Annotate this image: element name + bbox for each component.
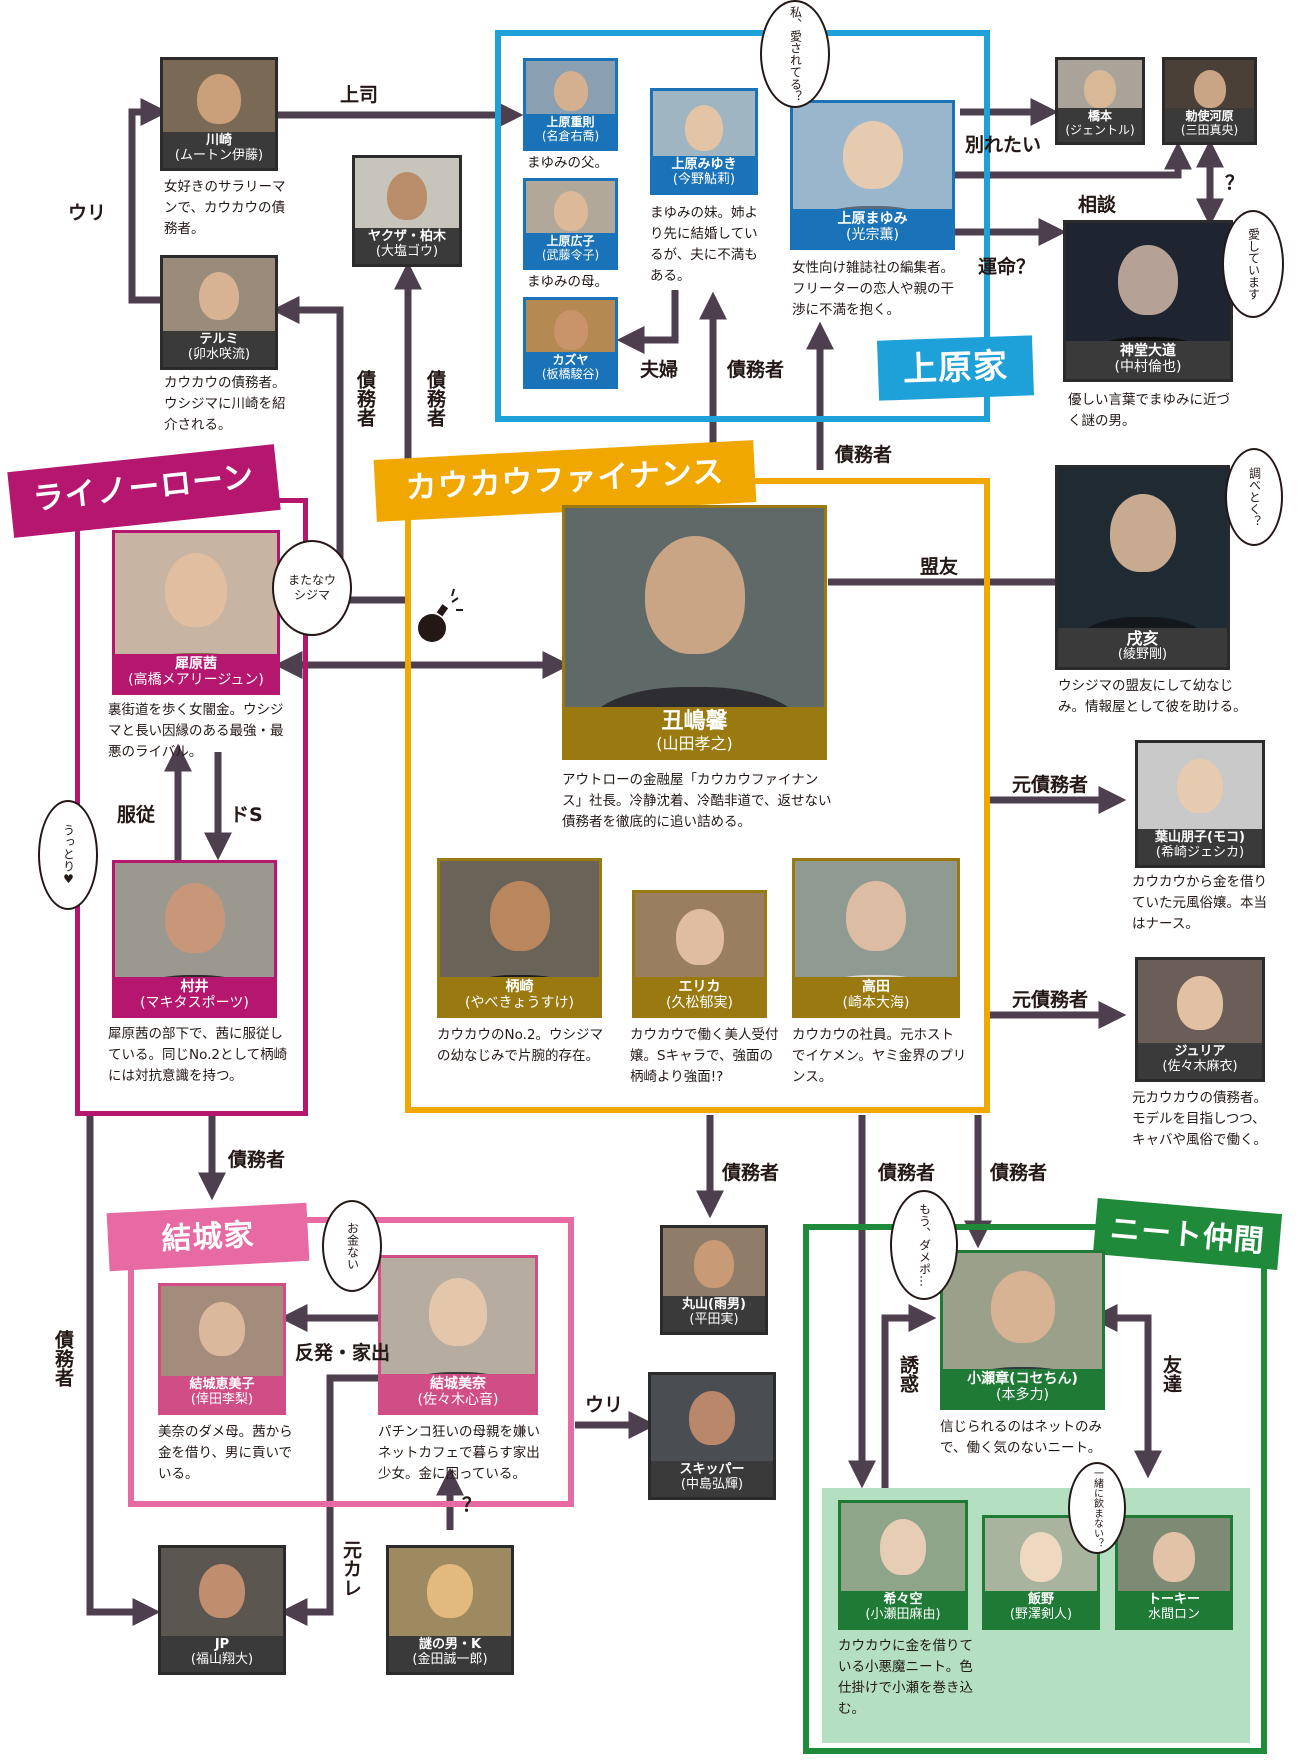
bubble-tsuyoshi: 調べとく？ — [1225, 448, 1283, 546]
rel-uri-kawasaki: ウリ — [68, 202, 107, 224]
uehara-banner: 上原家 — [877, 335, 1034, 401]
portrait-terumi: テルミ(卯水咲流) — [160, 255, 278, 370]
bubble-mina: お金ない — [322, 1200, 382, 1292]
portrait-moko: 葉山朋子(モコ)(希崎ジェシカ) — [1135, 740, 1265, 868]
rel-moto1: 元債務者 — [1012, 774, 1089, 796]
line-motokare — [279, 1374, 378, 1626]
rel-hanpatsu: 反発・家出 — [295, 1342, 391, 1364]
rel-q-nazo: ？ — [462, 1494, 482, 1516]
bubble-murai: うっとり♥ — [38, 800, 98, 910]
rel-saimu-yuki: 債務者 — [228, 1149, 286, 1171]
bubble-jindo: 愛しています — [1222, 210, 1284, 318]
desc-moko: カウカウから金を借りていた元風俗嬢。本当はナース。 — [1132, 874, 1267, 932]
portrait-tsuyoshi: 戌亥(綾野剛) — [1055, 465, 1230, 670]
rel-saimu-maruyama: 債務者 — [722, 1162, 780, 1184]
bubble-toki: 一緒に飲まない？ — [1068, 1462, 1126, 1554]
portrait-kiara: 希々空(小瀬田麻由) — [838, 1500, 968, 1630]
portrait-shigenori: 上原重則(名倉右喬) — [523, 58, 618, 151]
rel-wakaretai: 別れたい — [965, 134, 1042, 156]
rel-ds: ドS — [230, 804, 263, 826]
yuki-banner: 結城家 — [106, 1202, 310, 1272]
neet-frame — [803, 1224, 1267, 1754]
desc-emiko: 美奈のダメ母。茜から金を借り、男に貢いでいる。 — [158, 1424, 293, 1482]
portrait-mina: 結城美奈(佐々木心音) — [378, 1255, 538, 1415]
rel-soudan: 相談 — [1078, 194, 1117, 216]
portrait-hiroko: 上原広子(武藤令子) — [523, 178, 618, 270]
line-tomodachi — [1089, 1304, 1162, 1479]
portrait-kashiwagi: ヤクザ・柏木(大塩ゴウ) — [352, 155, 462, 267]
portrait-kawasaki: 川崎(ムートン伊藤) — [160, 57, 278, 171]
uehara-frame — [495, 30, 990, 422]
line-soudan — [955, 141, 1192, 179]
portrait-jindo: 神堂大道(中村倫也) — [1063, 220, 1233, 382]
rel-fukujuu: 服従 — [117, 804, 156, 826]
portrait-murai: 村井(マキタスポーツ) — [112, 860, 277, 1018]
portrait-nazo: 謎の男・K(金田誠一郎) — [386, 1545, 514, 1675]
rel-saimu-terumi: 債務者 — [354, 370, 376, 427]
line-to-terumi — [271, 296, 405, 604]
portrait-toki: トーキー水間ロン — [1115, 1515, 1233, 1630]
desc-akane: 裏街道を歩く女闇金。ウシジマと長い因縁のある最強・最悪のライバル。 — [108, 702, 284, 760]
bubble-mayumi: 私、愛されてる？ — [760, 0, 830, 108]
portrait-kazuya: カズヤ(板橋駿谷) — [523, 297, 618, 389]
portrait-takada: 高田(崎本大海) — [792, 858, 960, 1018]
rel-yuuwaku: 誘惑 — [897, 1355, 919, 1393]
portrait-miyuki: 上原みゆき(今野鮎莉) — [650, 88, 758, 195]
desc-kose: 信じられるのはネットのみで、働く気のないニート。 — [940, 1419, 1102, 1456]
desc-kawasaki: 女好きのサラリーマンで、カウカウの債務者。 — [164, 179, 286, 237]
desc-erika: カウカウで働く美人受付嬢。Sキャラで、強面の柄崎より強面!? — [630, 1027, 779, 1085]
portrait-kashiwazaki: 柄崎(やべきょうすけ) — [437, 858, 602, 1018]
desc-mayumi: 女性向け雑誌社の編集者。フリーターの恋人や親の干渉に不満を抱く。 — [792, 260, 954, 318]
desc-miyuki: まゆみの妹。姉より先に結婚しているが、夫に不満もある。 — [650, 205, 758, 284]
line-fuufu — [616, 290, 679, 354]
desc-takada: カウカウの社員。元ホストでイケメン。ヤミ金界のプリンス。 — [792, 1027, 967, 1085]
portrait-ushijima: 丑嶋馨(山田孝之) — [562, 505, 827, 760]
rel-saimu-mayumi: 債務者 — [835, 444, 893, 466]
bubble-kose: もう、ダメポ… — [890, 1190, 958, 1300]
portrait-teshigawara: 勅使河原(三田真央) — [1162, 57, 1257, 145]
line-saimu-jp — [86, 1112, 161, 1626]
portrait-maruyama: 丸山(雨男)(平田実) — [660, 1225, 768, 1335]
portrait-erika: エリカ(久松郁実) — [632, 890, 767, 1018]
line-yuuwaku — [881, 1304, 937, 1490]
rel-fuufu: 夫婦 — [640, 359, 679, 381]
rel-meiyu: 盟友 — [920, 556, 959, 578]
rel-moto2: 元債務者 — [1012, 989, 1089, 1011]
rel-q-teshigawara: ？ — [1225, 172, 1245, 194]
portrait-mayumi: 上原まゆみ(光宗薫) — [790, 100, 955, 250]
bubble-akane: またなウシジマ — [272, 540, 352, 636]
rel-motokare: 元カレ — [340, 1540, 362, 1597]
portrait-akane: 犀原茜(高橋メアリージュン) — [112, 530, 280, 695]
desc-kiara: カウカウに金を借りている小悪魔ニート。色仕掛けで小瀬を巻き込む。 — [838, 1638, 973, 1717]
desc-hiroko: まゆみの母。 — [527, 274, 608, 290]
portrait-jp: JP(福山翔大) — [158, 1545, 286, 1675]
desc-murai: 犀原茜の部下で、茜に服従している。同じNo.2として柄崎には対抗意識を持つ。 — [108, 1026, 288, 1084]
rel-joshi: 上司 — [340, 84, 379, 106]
rel-uri-skipper: ウリ — [585, 1394, 624, 1416]
desc-julia: 元カウカウの債務者。モデルを目指しつつ、キャバや風俗で働く。 — [1132, 1090, 1267, 1148]
desc-mina: パチンコ狂いの母親を嫌いネットカフェで暮らす家出少女。金に困っている。 — [378, 1424, 540, 1482]
desc-tsuyoshi: ウシジマの盟友にして幼なじみ。情報屋として彼を助ける。 — [1058, 678, 1247, 715]
rel-saimu-kose: 債務者 — [990, 1162, 1048, 1184]
portrait-julia: ジュリア(佐々木麻衣) — [1135, 957, 1265, 1082]
portrait-skipper: スキッパー(中島弘輝) — [648, 1372, 776, 1500]
rel-saimu-jp: 債務者 — [52, 1330, 74, 1387]
rel-saimu-kashiwagi: 債務者 — [424, 370, 446, 427]
desc-ushijima: アウトローの金融屋「カウカウファイナンス」社長。冷静沈着、冷酷非道で、返せない債… — [562, 772, 832, 830]
rel-saimu-kiara: 債務者 — [878, 1162, 936, 1184]
desc-terumi: カウカウの債務者。ウシジマに川崎を紹介される。 — [164, 375, 286, 433]
portrait-hashimoto: 橋本(ジェントル) — [1055, 57, 1145, 145]
portrait-kose: 小瀬章(コセちん)(本多力) — [940, 1250, 1105, 1410]
bomb-icon — [418, 588, 463, 642]
rel-saimu-miyuki: 債務者 — [727, 359, 785, 381]
rel-unmei: 運命？ — [978, 256, 1036, 278]
desc-kashiwazaki: カウカウのNo.2。ウシジマの幼なじみで片腕的存在。 — [437, 1027, 604, 1064]
desc-jindo: 優しい言葉でまゆみに近づく謎の男。 — [1068, 392, 1230, 429]
desc-shigenori: まゆみの父。 — [527, 155, 608, 171]
rel-tomodachi: 友達 — [1160, 1355, 1182, 1393]
portrait-emiko: 結城恵美子(倖田李梨) — [158, 1283, 286, 1415]
